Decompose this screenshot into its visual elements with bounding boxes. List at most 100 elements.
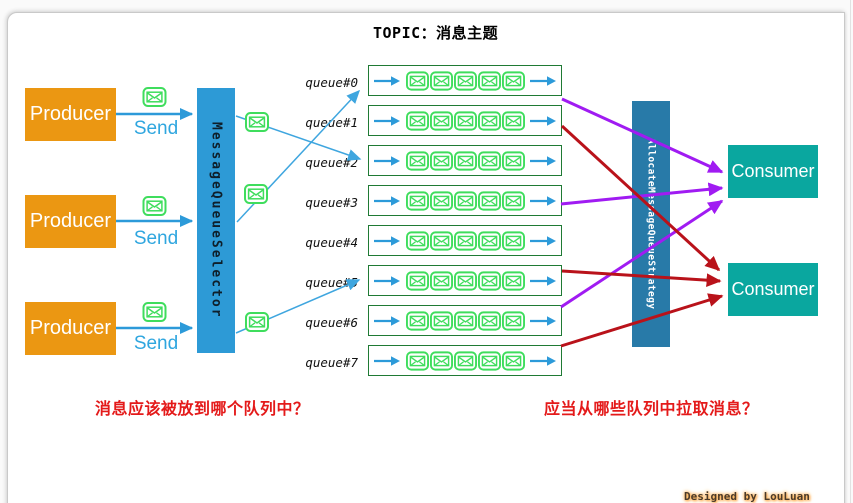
message-envelope (501, 70, 525, 91)
message-envelope-icon (405, 350, 429, 371)
message-envelope-icon (453, 150, 477, 171)
message-envelope (501, 350, 525, 371)
message-envelope (405, 110, 429, 131)
message-envelope-icon (501, 230, 525, 251)
message-envelope-icon (453, 190, 477, 211)
message-envelope (429, 110, 453, 131)
queue-row (368, 65, 562, 96)
send-label: Send (133, 228, 179, 249)
message-envelope-icon (453, 110, 477, 131)
message-envelope (429, 230, 453, 251)
message-envelope-icon (245, 112, 269, 132)
queue-messages (405, 230, 525, 251)
queue-in-arrow (374, 355, 400, 367)
selected-message-envelope-icon (244, 184, 268, 204)
message-envelope (453, 150, 477, 171)
queue-row (368, 305, 562, 336)
message-envelope (453, 70, 477, 91)
message-envelope-icon (453, 70, 477, 91)
message-envelope-icon (501, 190, 525, 211)
message-envelope (477, 230, 501, 251)
message-envelope-icon (477, 150, 501, 171)
queue-messages (405, 310, 525, 331)
queue-row (368, 105, 562, 136)
message-envelope-icon (501, 270, 525, 291)
queue-row (368, 265, 562, 296)
message-envelope-icon (429, 70, 453, 91)
queue-in-arrow (374, 115, 400, 127)
queue-messages (405, 70, 525, 91)
topic-title: TOPIC：消息主题 (373, 24, 499, 42)
producer-box: Producer (25, 88, 116, 141)
message-envelope (429, 310, 453, 331)
message-envelope (477, 70, 501, 91)
arrow-right-icon (374, 315, 400, 326)
message-envelope (477, 270, 501, 291)
window-edge-line (850, 0, 851, 503)
producer-label: Producer (29, 210, 112, 232)
queue-label: queue#1 (305, 115, 358, 130)
message-envelope (453, 230, 477, 251)
consumer-box: Consumer (728, 263, 818, 316)
allocate-strategy-bar: AllocateMessageQueueStrategy (632, 101, 670, 347)
message-envelope (501, 110, 525, 131)
message-envelope-icon (405, 110, 429, 131)
queue-label: queue#7 (305, 355, 358, 370)
queue-out-arrow (530, 275, 556, 287)
arrow-right-icon (530, 75, 556, 86)
arrow-right-icon (530, 235, 556, 246)
producer-box: Producer (25, 302, 116, 355)
message-envelope-icon (405, 310, 429, 331)
arrow-right-icon (530, 115, 556, 126)
credit-badge: Designed by LouLuan (684, 490, 810, 503)
message-envelope (405, 70, 429, 91)
message-queue-selector-bar: MessageQueueSelector (197, 88, 235, 353)
message-envelope-icon (477, 190, 501, 211)
consumer-label: Consumer (731, 279, 815, 299)
message-envelope (429, 350, 453, 371)
queue-messages (405, 350, 525, 371)
arrow-right-icon (374, 355, 400, 366)
message-envelope-icon (142, 196, 167, 216)
queue-out-arrow (530, 195, 556, 207)
message-envelope (405, 310, 429, 331)
queue-label: queue#2 (305, 155, 358, 170)
message-envelope-icon (429, 310, 453, 331)
queue-messages (405, 190, 525, 211)
send-envelope-icon (142, 302, 167, 322)
queue-row (368, 345, 562, 376)
arrow-right-icon (530, 195, 556, 206)
message-envelope-icon (429, 190, 453, 211)
queue-row (368, 225, 562, 256)
message-envelope-icon (453, 310, 477, 331)
arrow-right-icon (530, 315, 556, 326)
message-envelope-icon (429, 230, 453, 251)
producer-label: Producer (29, 103, 112, 125)
message-envelope (453, 110, 477, 131)
message-envelope (453, 270, 477, 291)
message-envelope (429, 70, 453, 91)
selected-message-envelope-icon (245, 112, 269, 132)
queue-in-arrow (374, 275, 400, 287)
message-envelope-icon (429, 150, 453, 171)
queue-messages (405, 110, 525, 131)
queue-in-arrow (374, 195, 400, 207)
queue-in-arrow (374, 75, 400, 87)
queue-label: queue#0 (305, 75, 358, 90)
arrow-right-icon (530, 355, 556, 366)
message-envelope-icon (429, 270, 453, 291)
message-envelope-icon (405, 150, 429, 171)
message-envelope-icon (245, 312, 269, 332)
queue-row (368, 145, 562, 176)
message-envelope (501, 310, 525, 331)
queue-in-arrow (374, 155, 400, 167)
message-envelope-icon (501, 150, 525, 171)
message-envelope-icon (244, 184, 268, 204)
message-envelope (453, 310, 477, 331)
message-envelope (501, 150, 525, 171)
message-envelope-icon (429, 110, 453, 131)
message-envelope-icon (477, 310, 501, 331)
arrow-right-icon (374, 75, 400, 86)
arrow-right-icon (374, 155, 400, 166)
message-envelope-icon (405, 70, 429, 91)
